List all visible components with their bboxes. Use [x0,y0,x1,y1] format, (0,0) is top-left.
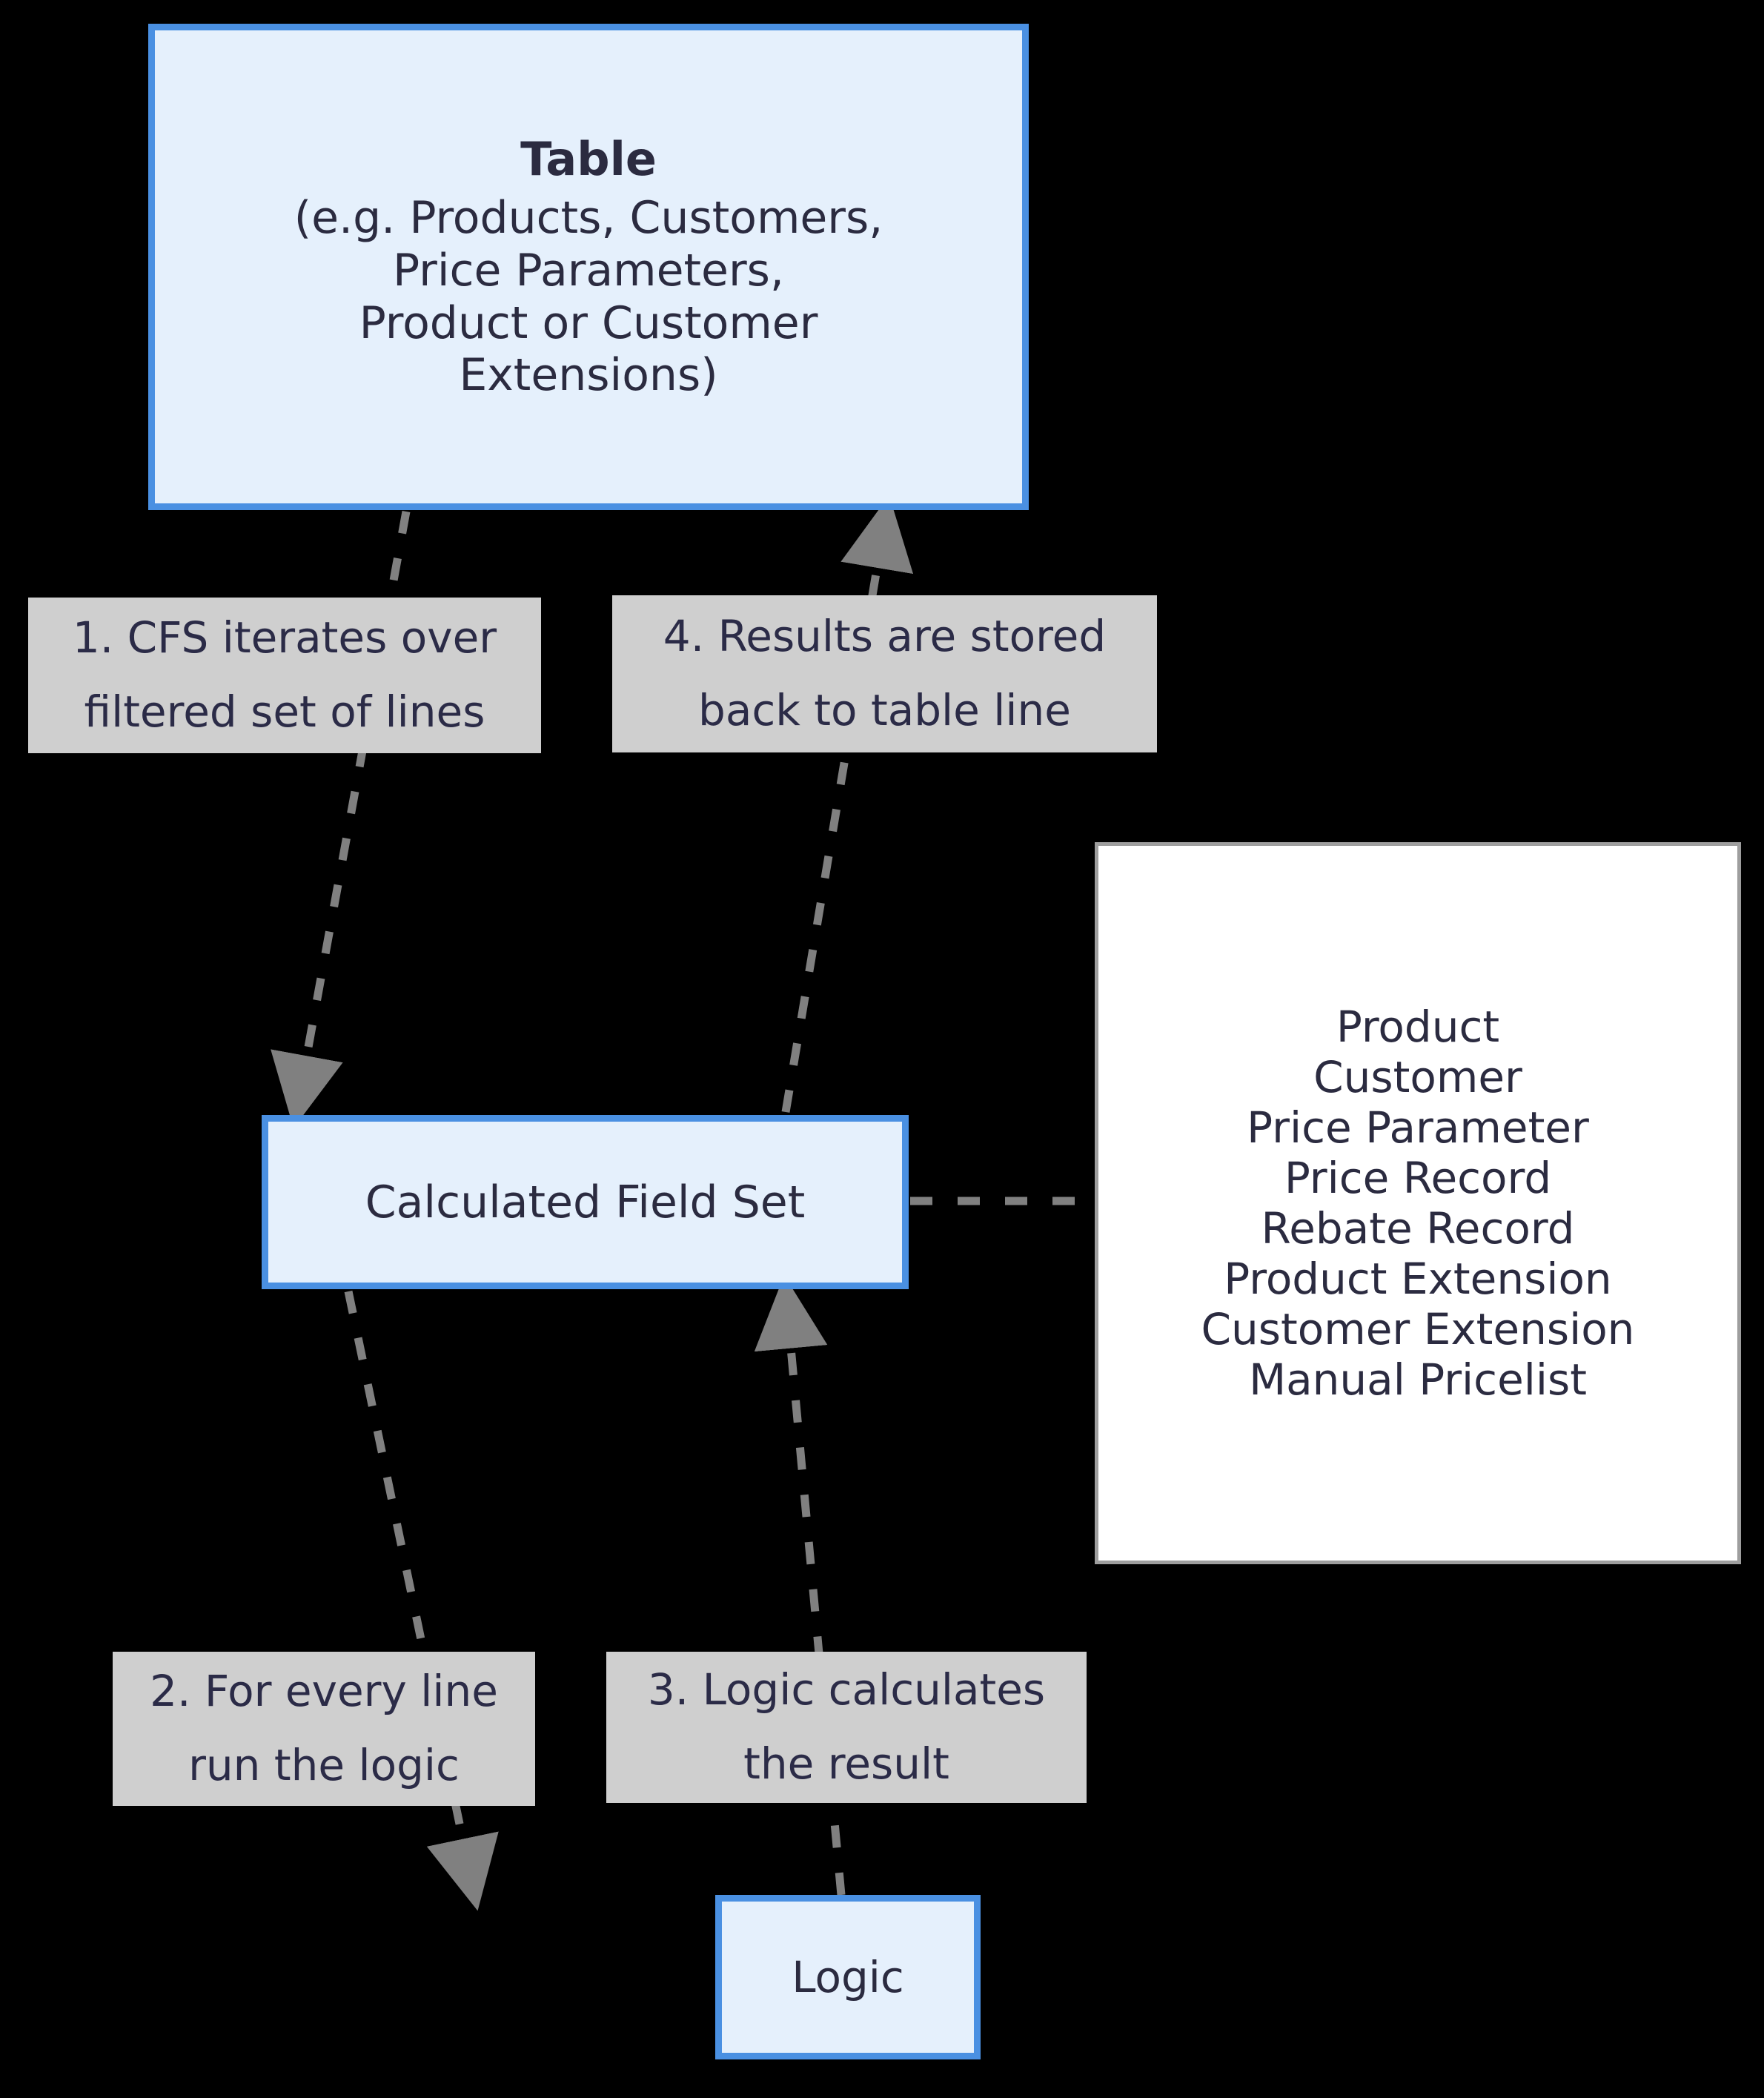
annotation-step-2-line-1: 2. For every line [150,1666,498,1717]
entity-list-item: Manual Pricelist [1249,1354,1587,1405]
annotation-step-3-line-2: the result [743,1738,949,1789]
annotation-step-4-line-2: back to table line [698,685,1071,735]
entity-list-item: Customer [1313,1052,1522,1102]
entity-list-item: Price Record [1284,1153,1552,1203]
annotation-step-4-line-1: 4. Results are stored [663,611,1107,662]
node-table[interactable]: Table (e.g. Products, Customers, Price P… [148,24,1029,510]
entity-list-item: Price Parameter [1247,1102,1589,1153]
annotation-step-3-line-1: 3. Logic calculates [647,1664,1046,1715]
node-table-line-1: (e.g. Products, Customers, [294,191,883,244]
entity-list-item: Product Extension [1224,1254,1612,1304]
node-entity-list[interactable]: Product Customer Price Parameter Price R… [1095,842,1741,1564]
annotation-step-1-line-1: 1. CFS iterates over [72,612,497,664]
entity-list-item: Customer Extension [1201,1304,1635,1354]
annotation-step-1-line-2: filtered set of lines [84,686,485,737]
annotation-step-2-line-2: run the logic [188,1740,460,1790]
connector-logic-to-cfs [754,1275,846,1896]
node-calculated-field-set-label: Calculated Field Set [365,1176,806,1228]
node-table-line-3: Product or Customer [359,297,818,349]
node-table-title: Table [520,131,657,186]
node-logic[interactable]: Logic [715,1895,981,2059]
entity-list-item: Rebate Record [1261,1203,1575,1254]
node-calculated-field-set[interactable]: Calculated Field Set [262,1115,909,1289]
annotation-step-1: 1. CFS iterates over filtered set of lin… [28,598,541,753]
annotation-step-3: 3. Logic calculates the result [606,1652,1087,1803]
node-logic-label: Logic [792,1952,904,2002]
entity-list-item: Product [1336,1002,1500,1052]
node-table-line-4: Extensions) [459,349,718,402]
node-table-line-2: Price Parameters, [393,244,784,297]
annotation-step-2: 2. For every line run the logic [113,1652,535,1806]
annotation-step-4: 4. Results are stored back to table line [612,595,1157,752]
